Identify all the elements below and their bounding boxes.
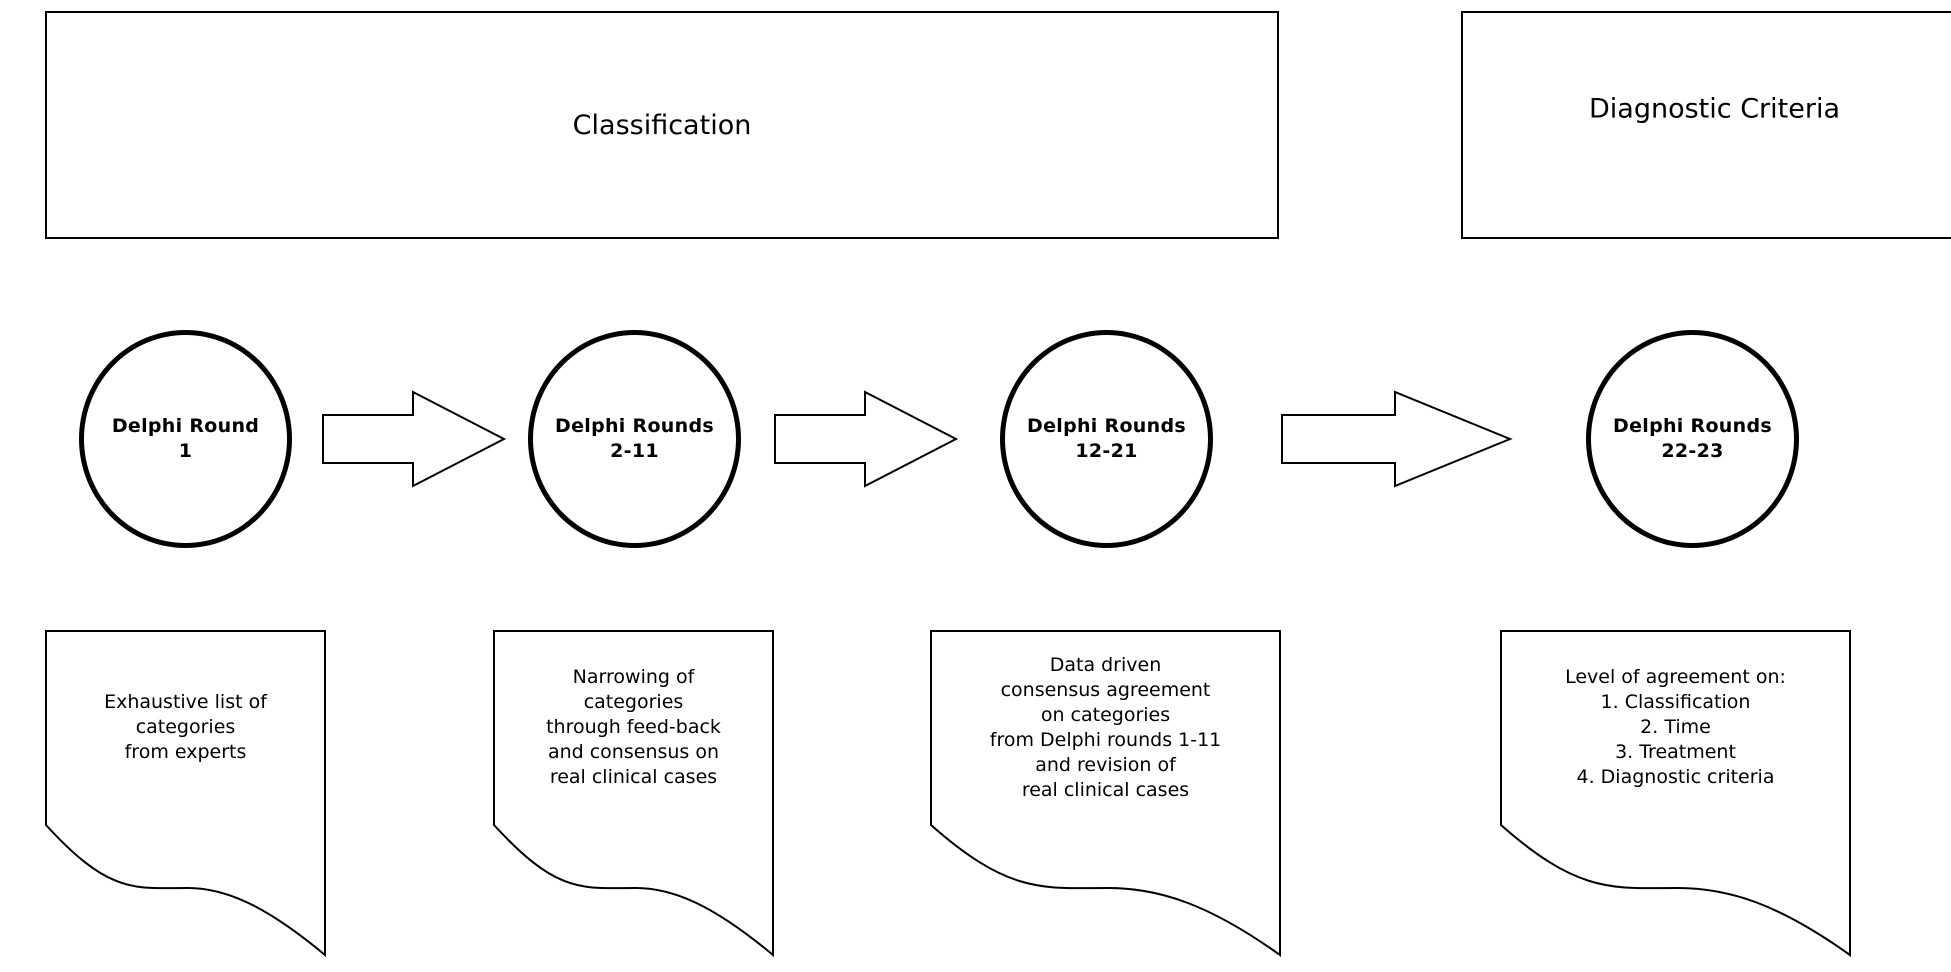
round-circle-3: Delphi Rounds 12-21 — [1000, 330, 1213, 548]
note-1-line: categories — [135, 716, 236, 738]
note-2-line: real clinical cases — [549, 766, 718, 788]
note-2-line: categories — [583, 691, 684, 713]
note-text-1: Exhaustive list of categories from exper… — [45, 690, 326, 765]
note-4-line: 4. Diagnostic criteria — [1576, 766, 1775, 788]
note-shape-4 — [1500, 630, 1851, 957]
note-shape-1 — [45, 630, 326, 958]
note-3-line: on categories — [1040, 704, 1171, 726]
diagnostic-criteria-header-box: Diagnostic Criteria — [1461, 11, 1951, 239]
note-text-4: Level of agreement on: 1. Classification… — [1500, 665, 1851, 790]
round-1-title: Delphi Round — [111, 415, 260, 437]
note-shape-3 — [930, 630, 1281, 957]
note-2-line: Narrowing of — [572, 666, 695, 688]
round-4-range: 22-23 — [1661, 440, 1724, 462]
round-1-range: 1 — [178, 440, 193, 462]
diagnostic-criteria-header-label: Diagnostic Criteria — [1589, 93, 1840, 125]
note-3-line: and revision of — [1035, 754, 1176, 776]
round-3-title: Delphi Rounds — [1027, 415, 1186, 437]
note-shape-2 — [493, 630, 774, 958]
flow-arrow-2 — [774, 390, 959, 488]
classification-header-box: Classification — [45, 11, 1279, 239]
note-text-2: Narrowing of categories through feed-bac… — [493, 665, 774, 790]
round-circle-2: Delphi Rounds 2-11 — [528, 330, 741, 548]
note-4-line: Level of agreement on: — [1565, 666, 1786, 688]
round-2-title: Delphi Rounds — [555, 415, 714, 437]
note-4-line: 2. Time — [1640, 716, 1711, 738]
note-4-line: 3. Treatment — [1615, 741, 1736, 763]
round-4-title: Delphi Rounds — [1613, 415, 1772, 437]
note-3-line: Data driven — [1049, 654, 1162, 676]
note-3-line: from Delphi rounds 1-11 — [989, 729, 1222, 751]
round-2-range: 2-11 — [610, 440, 659, 462]
round-circle-1: Delphi Round 1 — [79, 330, 292, 548]
note-1-line: from experts — [124, 741, 247, 763]
note-3-line: real clinical cases — [1021, 779, 1190, 801]
note-4-line: 1. Classification — [1600, 691, 1751, 713]
note-1-line: Exhaustive list of — [104, 691, 267, 713]
note-3-line: consensus agreement — [1000, 679, 1211, 701]
note-text-3: Data driven consensus agreement on categ… — [930, 653, 1281, 803]
round-circle-4: Delphi Rounds 22-23 — [1586, 330, 1799, 548]
note-2-line: and consensus on — [547, 741, 720, 763]
classification-header-label: Classification — [572, 109, 752, 141]
flow-arrow-1 — [322, 390, 507, 488]
flow-arrow-3 — [1281, 390, 1513, 488]
round-3-range: 12-21 — [1075, 440, 1138, 462]
note-2-line: through feed-back — [546, 716, 721, 738]
